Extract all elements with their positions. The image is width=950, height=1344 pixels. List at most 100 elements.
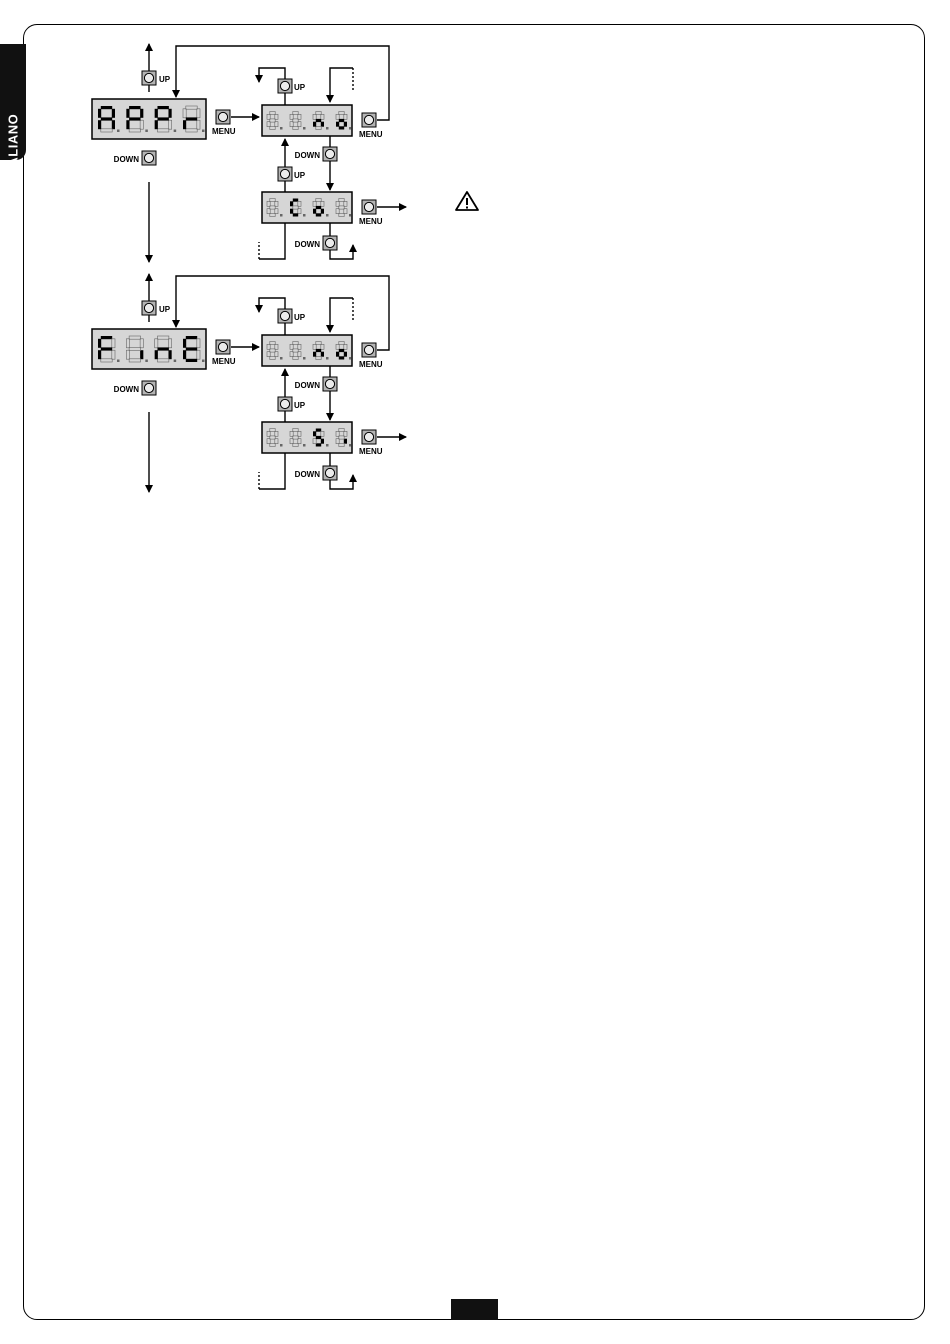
up-label: UP xyxy=(159,75,171,84)
option-b-display xyxy=(262,192,352,223)
segment xyxy=(183,350,186,359)
decimal-point xyxy=(145,360,148,363)
main-down-button[interactable] xyxy=(142,381,156,395)
up-label: UP xyxy=(294,401,306,410)
segment xyxy=(316,429,321,432)
decimal-point xyxy=(303,357,306,360)
segment xyxy=(168,109,171,118)
decimal-point xyxy=(117,130,120,133)
segment xyxy=(183,339,186,348)
segment xyxy=(186,117,197,120)
segment xyxy=(155,350,158,359)
segment xyxy=(344,122,347,127)
main-display xyxy=(92,99,206,139)
decimal-point xyxy=(326,214,329,217)
menu-label: MENU xyxy=(359,360,383,369)
main-up-button[interactable] xyxy=(142,301,156,315)
segment xyxy=(101,117,112,120)
flow-arrow xyxy=(330,68,353,102)
menu-block-fine: UPDOWNMENUMENUUPDOWNUPMENUDOWN xyxy=(92,274,406,492)
main-up-button[interactable] xyxy=(142,71,156,85)
button-key xyxy=(144,303,153,312)
segment xyxy=(98,350,101,359)
decimal-point xyxy=(303,127,306,130)
segment xyxy=(101,336,112,339)
flow-line xyxy=(259,223,285,259)
segment xyxy=(157,117,168,120)
down-label: DOWN xyxy=(295,240,321,249)
segment xyxy=(293,213,298,216)
menu-label: MENU xyxy=(359,217,383,226)
segment xyxy=(186,336,197,339)
segment xyxy=(290,201,293,206)
menu-label: MENU xyxy=(359,130,383,139)
segment xyxy=(183,120,186,129)
segment xyxy=(313,352,316,357)
option-b-display xyxy=(262,422,352,453)
button-key xyxy=(325,238,334,247)
segment xyxy=(344,439,347,444)
option-a-down-button[interactable] xyxy=(323,147,337,161)
option-b-up-button[interactable] xyxy=(278,167,292,181)
button-key xyxy=(144,73,153,82)
option-a-down-button[interactable] xyxy=(323,377,337,391)
menu-label: MENU xyxy=(212,127,236,136)
main-menu-button[interactable] xyxy=(216,340,230,354)
menu-label: MENU xyxy=(212,357,236,366)
button-key xyxy=(364,115,373,124)
segment xyxy=(316,349,321,352)
segment xyxy=(344,352,347,357)
down-label: DOWN xyxy=(114,385,140,394)
segment xyxy=(186,359,197,362)
option-a-display xyxy=(262,335,352,366)
button-key xyxy=(280,169,289,178)
button-key xyxy=(280,311,289,320)
flow-line xyxy=(259,453,285,489)
segment xyxy=(112,120,115,129)
option-b-menu-button[interactable] xyxy=(362,200,376,214)
segment xyxy=(98,339,101,348)
up-label: UP xyxy=(294,83,306,92)
option-a-up-button[interactable] xyxy=(278,79,292,93)
button-key xyxy=(325,379,334,388)
segment xyxy=(339,126,344,129)
button-key xyxy=(364,202,373,211)
option-b-down-button[interactable] xyxy=(323,236,337,250)
decimal-point xyxy=(349,127,352,130)
button-key xyxy=(325,468,334,477)
page-number-box xyxy=(451,1299,498,1320)
segment xyxy=(316,213,321,216)
option-a-up-button[interactable] xyxy=(278,309,292,323)
segment xyxy=(126,120,129,129)
button-key xyxy=(144,383,153,392)
segment xyxy=(316,436,321,439)
segment xyxy=(155,120,158,129)
main-menu-button[interactable] xyxy=(216,110,230,124)
option-a-menu-button[interactable] xyxy=(362,113,376,127)
segment xyxy=(186,347,197,350)
segment xyxy=(129,106,140,109)
up-label: UP xyxy=(294,171,306,180)
segment xyxy=(157,106,168,109)
button-key xyxy=(280,399,289,408)
main-down-button[interactable] xyxy=(142,151,156,165)
decimal-point xyxy=(303,214,306,217)
segment xyxy=(321,439,324,444)
segment xyxy=(129,117,140,120)
option-b-menu-button[interactable] xyxy=(362,430,376,444)
segment xyxy=(98,109,101,118)
option-a-menu-button[interactable] xyxy=(362,343,376,357)
button-key xyxy=(364,345,373,354)
button-key xyxy=(218,342,227,351)
segment xyxy=(339,356,344,359)
option-b-down-button[interactable] xyxy=(323,466,337,480)
segment xyxy=(313,431,316,436)
decimal-point xyxy=(326,357,329,360)
segment xyxy=(101,347,112,350)
button-key xyxy=(218,112,227,121)
option-b-up-button[interactable] xyxy=(278,397,292,411)
segment xyxy=(140,350,143,359)
down-label: DOWN xyxy=(295,151,321,160)
decimal-point xyxy=(349,444,352,447)
down-label: DOWN xyxy=(295,470,321,479)
